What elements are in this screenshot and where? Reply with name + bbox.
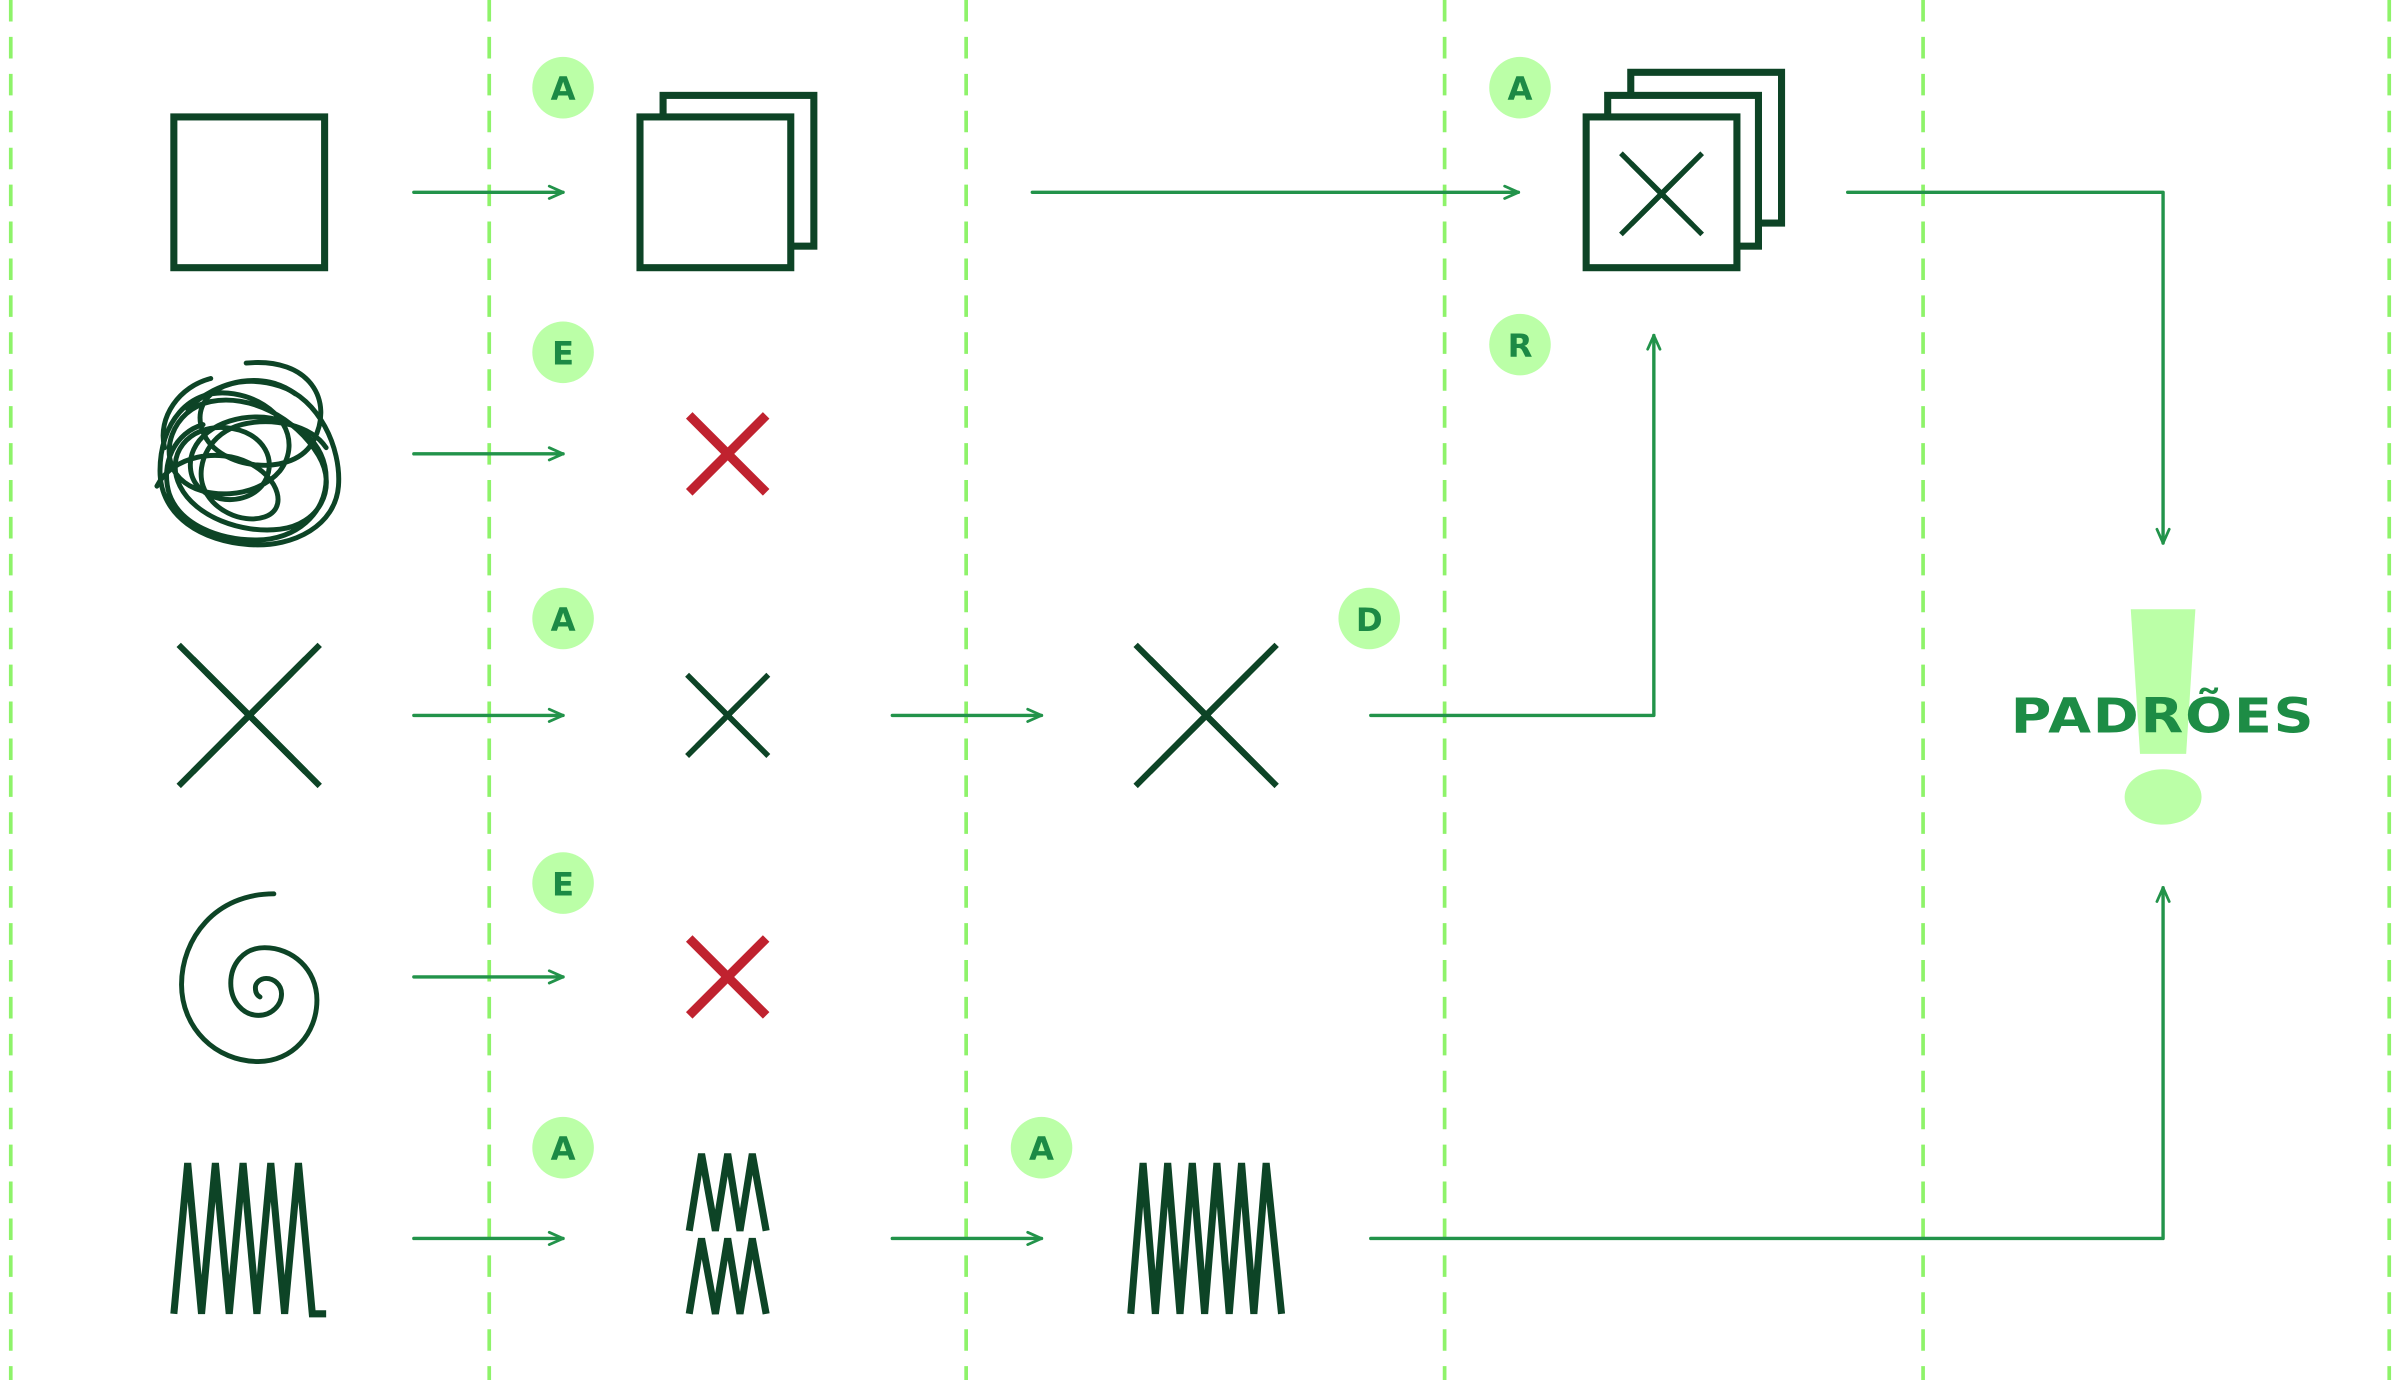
svg-text:E: E: [552, 335, 574, 373]
svg-text:E: E: [552, 865, 574, 903]
stacked-grid-squares-icon: [1582, 68, 1786, 272]
badge: A: [1489, 56, 1551, 119]
connector-to-goal: [1369, 886, 2171, 1241]
row-diamond-grid: [176, 333, 1662, 789]
row-spiral: [179, 891, 770, 1065]
column-guides: [8, 0, 2392, 1380]
badge: A: [532, 1116, 594, 1179]
lattice-line: [232, 642, 322, 732]
svg-text:A: A: [1507, 70, 1532, 108]
zigzag-icon: [1127, 1162, 1286, 1315]
badge: A: [1010, 1116, 1073, 1179]
connector-to-goal: [1846, 190, 2171, 545]
red-x-icon: [685, 412, 770, 496]
svg-text:A: A: [1029, 1130, 1054, 1168]
connector-up: [1369, 333, 1662, 718]
exclamation-dot: [2124, 769, 2202, 825]
badge: A: [532, 587, 594, 650]
badge: A: [532, 56, 594, 119]
badges: A A E R A D E A: [532, 56, 1551, 1179]
row-square: [170, 68, 2171, 545]
diamond-grid-icon: [1133, 642, 1279, 789]
lattice-line: [715, 672, 771, 728]
lattice-line: [1649, 151, 1705, 206]
exclamation-mark-icon: [2130, 609, 2196, 754]
zigzag-icon: [170, 1162, 327, 1318]
square-icon: [170, 113, 329, 272]
tangle-scribble-icon: [154, 360, 342, 548]
badge: E: [532, 852, 594, 914]
row-tangle: [154, 360, 770, 548]
svg-text:A: A: [551, 601, 576, 639]
badge: D: [1338, 587, 1400, 650]
small-diamond-grid-icon: [685, 672, 771, 758]
svg-text:A: A: [551, 70, 576, 108]
badge: R: [1489, 313, 1551, 376]
double-zigzag-icon: [685, 1153, 770, 1315]
svg-text:D: D: [1356, 601, 1383, 639]
diamond-grid-icon: [176, 642, 322, 789]
badge: E: [532, 321, 594, 384]
red-x-icon: [685, 935, 770, 1019]
svg-text:A: A: [551, 1130, 576, 1168]
lattice-line: [715, 703, 771, 758]
svg-text:R: R: [1508, 327, 1533, 365]
goal: PADRÕES: [2011, 609, 2316, 825]
stacked-squares-icon: [636, 91, 818, 272]
lattice-line: [1189, 642, 1279, 732]
goal-title: PADRÕES: [2011, 687, 2316, 744]
spiral-icon: [179, 891, 320, 1065]
row-zigzag: [170, 886, 2171, 1318]
